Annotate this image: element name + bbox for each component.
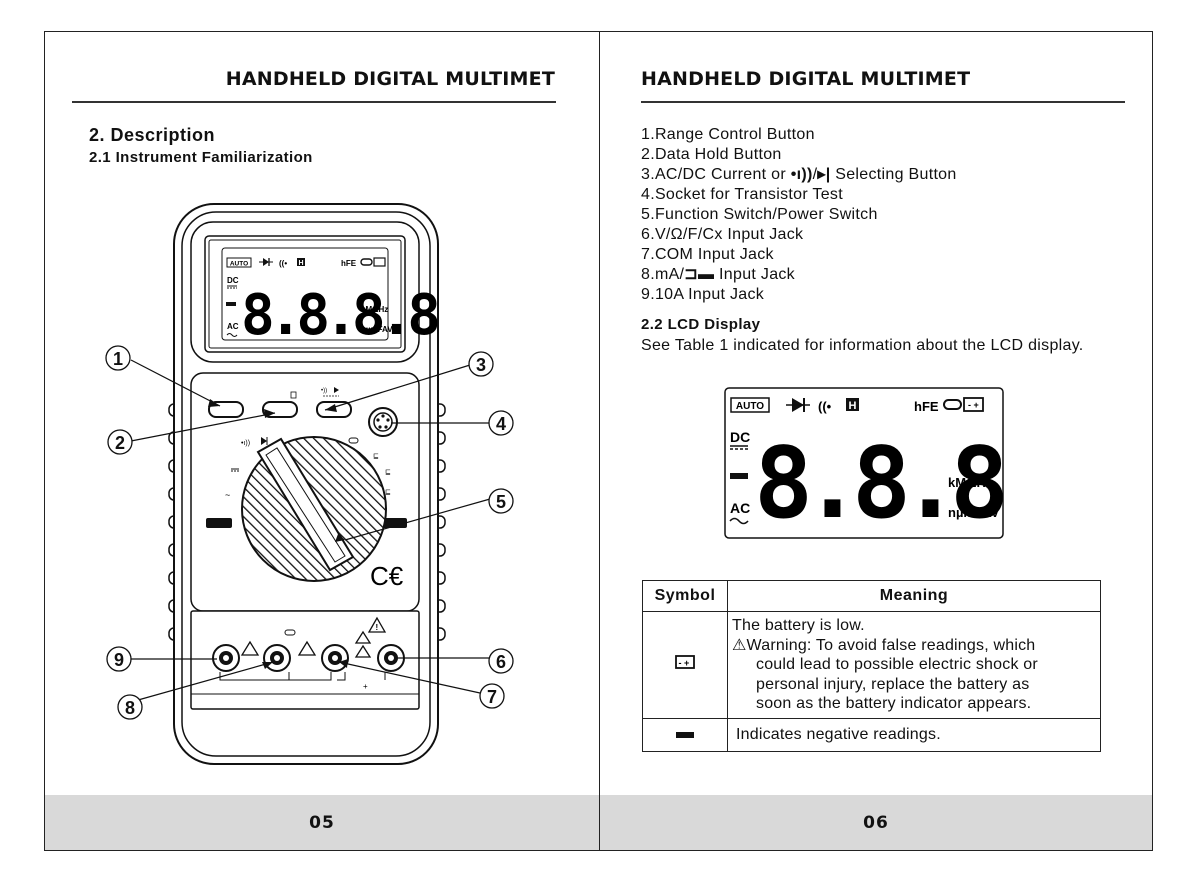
callout-4: 4 xyxy=(496,414,506,434)
col-meaning: Meaning xyxy=(727,580,1101,612)
svg-text:!: ! xyxy=(376,623,379,632)
lcd-display-diagram: AUTO ((• H hFE - + DC 8.8.8.8 kMΩHz nµmF… xyxy=(724,387,1004,539)
svg-text:⊑: ⊑ xyxy=(373,453,379,460)
callout-3: 3 xyxy=(476,355,486,375)
negative-meaning: Indicates negative readings. xyxy=(727,717,1101,752)
callout-8: 8 xyxy=(125,698,135,718)
list-item: 9.10A Input Jack xyxy=(641,286,765,303)
list-item: 8.mA/⊐▬ Input Jack xyxy=(641,266,795,283)
lcd-units-bottom: nµmFAV xyxy=(948,505,1000,520)
list-item: 6.V/Ω/F/Cx Input Jack xyxy=(641,226,804,243)
svg-text:((•: ((• xyxy=(818,399,832,414)
page-number-06: 06 xyxy=(600,795,1152,850)
svg-text:⊑: ⊑ xyxy=(385,469,391,476)
continuity-icon: •ı)) xyxy=(790,166,813,183)
callout-5: 5 xyxy=(496,492,506,512)
negative-symbol-cell xyxy=(642,717,728,752)
small-lcd-auto: AUTO xyxy=(230,261,248,268)
header-rule xyxy=(72,101,556,103)
section-title: 2. Description xyxy=(89,125,216,145)
battery-meaning: The battery is low. ⚠Warning: To avoid f… xyxy=(727,611,1101,719)
lcd-digits: 8.8.8.8 xyxy=(754,427,1004,539)
page-header: HANDHELD DIGITAL MULTIMET xyxy=(225,68,555,90)
minus-icon xyxy=(676,731,694,738)
transistor-socket[interactable] xyxy=(368,407,398,437)
lcd-hfe: hFE xyxy=(914,399,939,414)
battery-symbol-cell: - + xyxy=(642,611,728,719)
lcd-hold: H xyxy=(849,400,857,412)
lcd-section-title: 2.2 LCD Display xyxy=(641,316,761,333)
col-symbol: Symbol xyxy=(642,580,728,612)
warning-icon: ⚠ xyxy=(732,636,747,654)
svg-text:- +: - + xyxy=(968,400,979,410)
subsection-title: 2.1 Instrument Familiarization xyxy=(89,149,313,166)
svg-text:•)): •)) xyxy=(321,388,327,394)
right-page: HANDHELD DIGITAL MULTIMET 1.Range Contro… xyxy=(599,31,1153,851)
callout-9: 9 xyxy=(114,650,124,670)
page-number-05: 05 xyxy=(45,795,599,850)
page-header: HANDHELD DIGITAL MULTIMET xyxy=(641,68,971,90)
svg-text:+: + xyxy=(363,682,368,691)
small-lcd-hold: H xyxy=(298,260,303,267)
svg-text:⊑: ⊑ xyxy=(385,489,391,496)
callout-6: 6 xyxy=(496,652,506,672)
lcd-ac: AC xyxy=(730,500,750,516)
symbol-table: Symbol Meaning - + The battery is low. ⚠… xyxy=(642,580,1101,752)
svg-text:- +: - + xyxy=(679,658,690,668)
small-lcd-ac: AC xyxy=(227,322,239,331)
callout-1: 1 xyxy=(113,349,123,369)
list-item: 5.Function Switch/Power Switch xyxy=(641,206,878,223)
lcd-units-top: kMΩHz xyxy=(948,475,993,490)
small-lcd: AUTO ((• H hFE DC 8.8.8.8 kMΩHz nµmFAV A… xyxy=(226,257,444,348)
diode-icon: ▸| xyxy=(817,166,831,183)
callout-2: 2 xyxy=(115,433,125,453)
small-lcd-units-bottom: nµmFAV xyxy=(361,325,393,334)
parts-list: 1.Range Control Button 2.Data Hold Butto… xyxy=(641,125,957,305)
list-item: 2.Data Hold Button xyxy=(641,146,782,163)
callout-7: 7 xyxy=(487,687,497,707)
list-item: 4.Socket for Transistor Test xyxy=(641,186,843,203)
svg-text:•ı)): •ı)) xyxy=(241,440,250,447)
list-item: 7.COM Input Jack xyxy=(641,246,774,263)
header-rule xyxy=(641,101,1125,103)
left-page: HANDHELD DIGITAL MULTIMET 2. Description… xyxy=(44,31,600,851)
lcd-description: See Table 1 indicated for information ab… xyxy=(641,337,1084,354)
list-item: 3.AC/DC Current or •ı))/▸| Selecting But… xyxy=(641,166,957,183)
lcd-auto: AUTO xyxy=(736,401,764,412)
small-lcd-hfe: hFE xyxy=(341,259,357,268)
lcd-dc: DC xyxy=(730,429,750,445)
svg-text:((•: ((• xyxy=(279,259,287,268)
svg-text:~: ~ xyxy=(225,490,230,500)
small-lcd-dc: DC xyxy=(227,276,239,285)
small-lcd-units-top: kMΩHz xyxy=(361,305,388,314)
battery-icon: - + xyxy=(675,655,695,670)
capacitor-icon: ⊐▬ xyxy=(684,266,715,283)
svg-text:C€: C€ xyxy=(370,561,404,591)
list-item: 1.Range Control Button xyxy=(641,126,815,143)
small-lcd-digits: 8.8.8.8 xyxy=(241,283,438,348)
multimeter-illustration: AUTO ((• H hFE DC 8.8.8.8 kMΩHz nµmFAV A… xyxy=(105,203,514,765)
